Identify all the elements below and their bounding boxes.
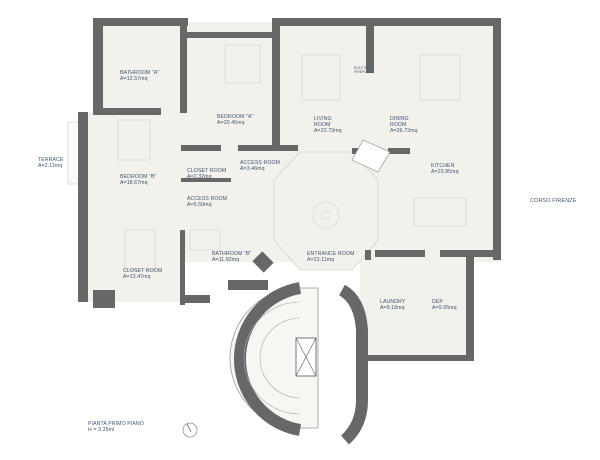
room-name: BATHROOM "A" — [120, 70, 160, 76]
room-area: A=18.67mq — [120, 180, 148, 186]
compass-icon — [182, 422, 198, 438]
room-name-2: ROOM — [390, 122, 407, 128]
room-name: ACCESS ROOM — [187, 196, 228, 202]
room-name: ACCESS ROOM — [240, 160, 281, 166]
room-area: A=9.95mq — [432, 305, 457, 311]
fireplace-line-1: ELECTRIC — [354, 66, 372, 70]
room-name: BATHROOM "B" — [212, 251, 252, 257]
room-name: TERRACE — [38, 157, 64, 163]
room-area: A=23.11mq — [307, 257, 335, 263]
spiral-stair — [229, 282, 368, 445]
room-name: CLOSET ROOM — [187, 168, 227, 174]
room-name: LAUNDRY — [380, 299, 406, 305]
room-area: A=20.45mq — [217, 120, 245, 126]
room-label-bedroom-a: BEDROOM "A"A=20.45mq — [217, 114, 254, 126]
room-area: A=3.46mq — [240, 166, 265, 172]
furniture — [117, 44, 467, 271]
stair-to-kitchen — [351, 139, 391, 173]
room-area: A=11.82mq — [212, 257, 240, 263]
room-label-bathroom-a: BATHROOM "A"A=12.57mq — [120, 70, 159, 82]
room-area: A=22.73mq — [314, 128, 342, 134]
room-area: A=23.85mq — [431, 169, 459, 175]
room-area: A=13.47mq — [123, 274, 151, 280]
fireplace-line-2: FIREPLACE — [354, 70, 374, 74]
room-area: A=12.57mq — [120, 76, 148, 82]
room-name: ENTRANCE ROOM — [307, 251, 355, 257]
plan-height: H = 3.35ml — [88, 427, 115, 433]
room-label-bathroom-b: BATHROOM "B"A=11.82mq — [212, 251, 251, 263]
room-name: CLOSET ROOM — [123, 268, 163, 274]
room-name: DINING — [390, 116, 409, 122]
room-name: BEDROOM "B" — [120, 174, 157, 180]
room-name-2: ROOM — [314, 122, 331, 128]
room-name: BEDROOM "A" — [217, 114, 254, 120]
plan-name: PIANTA PRIMO PIANO — [88, 421, 144, 427]
room-area: A=2.32mq — [187, 174, 212, 180]
room-name: KITCHEN — [431, 163, 455, 169]
room-name: LIVING — [314, 116, 332, 122]
walls — [78, 18, 501, 361]
room-area: A=5.50mq — [187, 202, 212, 208]
room-area: A=2.11mq — [38, 163, 63, 169]
room-label-bedroom-b: BEDROOM "B"A=18.67mq — [120, 174, 157, 186]
room-area: A=26.72mq — [390, 128, 418, 134]
room-area: A=9.16mq — [380, 305, 405, 311]
street-label: CORSO FIRENZE — [530, 198, 577, 204]
room-name: DEP — [432, 299, 443, 305]
